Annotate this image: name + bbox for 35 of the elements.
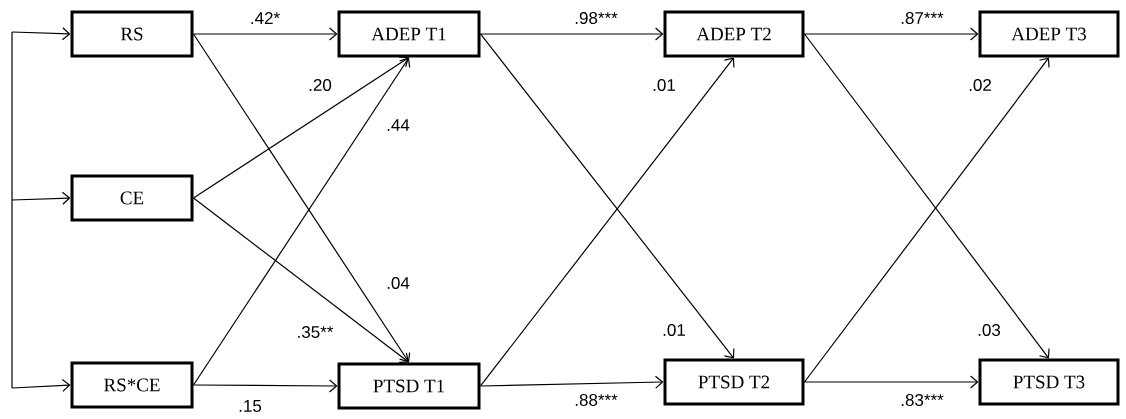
edge-label: .01 bbox=[653, 78, 675, 91]
node-box: ADEP T3 bbox=[978, 10, 1120, 58]
arrow bbox=[479, 27, 664, 41]
edge-label: .44 bbox=[387, 119, 410, 131]
node-box: CE bbox=[70, 174, 194, 222]
node-box: PTSD T2 bbox=[663, 358, 805, 406]
edge-label: .04 bbox=[387, 276, 410, 289]
node-box: ADEP T2 bbox=[663, 10, 805, 58]
arrow bbox=[479, 375, 664, 389]
node-box: RS*CE bbox=[70, 361, 194, 409]
edge-label: .15 bbox=[239, 400, 262, 412]
edge-label: .87*** bbox=[901, 11, 944, 24]
edge-label: .20 bbox=[309, 78, 332, 91]
arrow bbox=[192, 379, 338, 393]
edge-label: .42* bbox=[251, 12, 280, 24]
arrow bbox=[11, 191, 71, 205]
bracket-line bbox=[11, 31, 13, 389]
arrow bbox=[192, 197, 409, 364]
edge-label: .98*** bbox=[575, 11, 618, 24]
edge-label: .83*** bbox=[901, 393, 944, 406]
edge-label: .02 bbox=[969, 78, 991, 91]
arrow bbox=[803, 27, 979, 41]
arrow bbox=[11, 378, 71, 392]
edge-label: .88*** bbox=[575, 393, 618, 406]
arrow bbox=[803, 375, 979, 389]
node-box: PTSD T3 bbox=[978, 358, 1120, 406]
node-box: PTSD T1 bbox=[337, 362, 481, 410]
edge-label: .35** bbox=[298, 325, 334, 338]
edge-label: .01 bbox=[663, 323, 685, 336]
arrow bbox=[11, 27, 71, 41]
node-box: RS bbox=[70, 10, 194, 58]
arrow bbox=[192, 27, 338, 41]
arrow bbox=[192, 56, 409, 199]
node-box: ADEP T1 bbox=[337, 10, 481, 58]
edge-label: .03 bbox=[978, 323, 1001, 336]
